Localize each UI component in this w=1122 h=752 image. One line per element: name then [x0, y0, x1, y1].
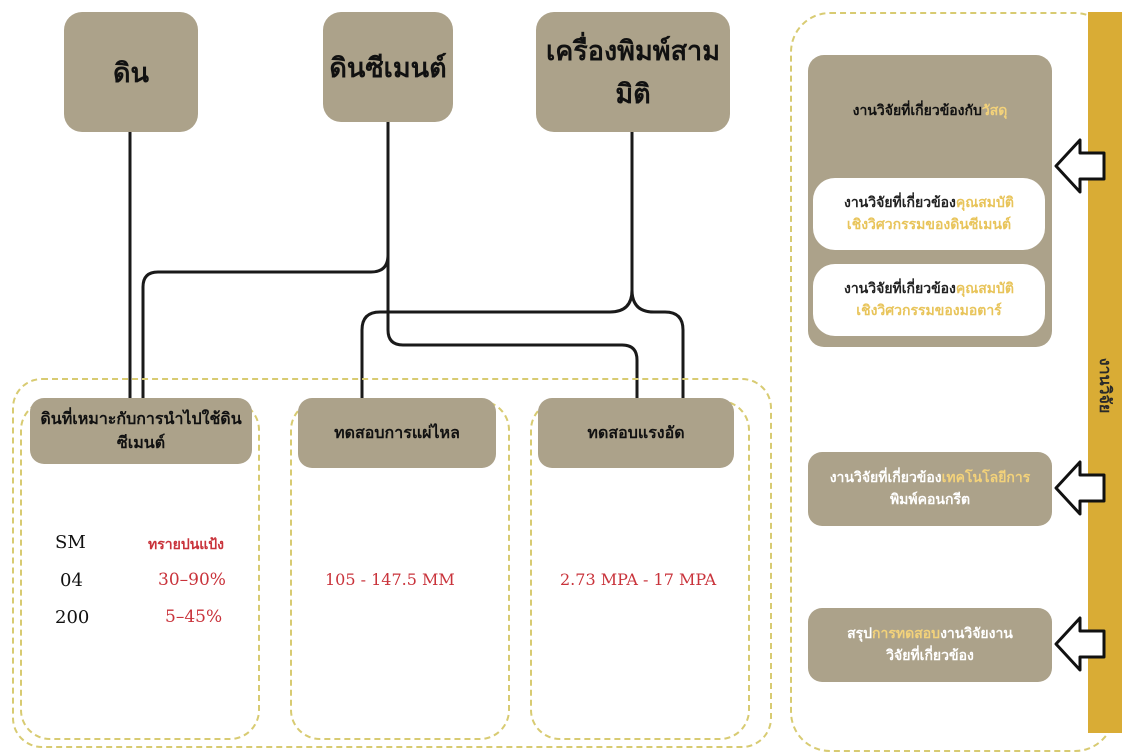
- soil-cement-box: ดินซีเมนต์: [323, 12, 453, 122]
- summary-d: วิจัยที่เกี่ยวข้อง: [886, 648, 974, 664]
- flow-test-title: ทดสอบการแผ่ไหล: [334, 422, 460, 442]
- research-side-label: งานวิจัย: [1082, 330, 1122, 440]
- tech-b: เทคโนโลยีการ: [941, 470, 1031, 486]
- compress-test-value: 2.73 MPA - 17 MPA: [560, 570, 717, 589]
- research-side-bar: [1088, 12, 1122, 733]
- soil-test-row-label: 200: [55, 607, 90, 628]
- item-b: คุณสมบัติ: [955, 195, 1014, 211]
- summary-box: สรุปการทดสอบงานวิจัยงาน วิจัยที่เกี่ยวข้…: [808, 608, 1052, 682]
- compress-test-header: ทดสอบแรงอัด: [538, 398, 734, 468]
- tech-c: พิมพ์คอนกรีต: [889, 492, 971, 508]
- item-c: เชิงวิศวกรรมของมอตาร์: [856, 303, 1002, 319]
- compress-test-title: ทดสอบแรงอัด: [587, 422, 685, 442]
- summary-a: สรุป: [847, 626, 873, 642]
- item-b: คุณสมบัติ: [955, 281, 1014, 297]
- connector-lines: [128, 122, 685, 398]
- soil-box: ดิน: [64, 12, 198, 132]
- tech-research-box: งานวิจัยที่เกี่ยวข้องเทคโนโลยีการ พิมพ์ค…: [808, 452, 1052, 526]
- soil-test-row-value: 30–90%: [158, 570, 226, 590]
- materials-item-mortar: งานวิจัยที่เกี่ยวข้องคุณสมบัติ เชิงวิศวก…: [813, 264, 1045, 336]
- connector-soil-cement-to-compress: [386, 255, 639, 398]
- connector-printer-to-flow: [360, 289, 634, 398]
- arrow-left-icon: [1054, 616, 1106, 672]
- materials-title-b: วัสดุ: [981, 103, 1008, 119]
- item-a: งานวิจัยที่เกี่ยวข้อง: [843, 195, 956, 211]
- soil-test-sm: SM: [55, 532, 86, 553]
- soil-label: ดิน: [113, 57, 149, 89]
- materials-title-a: งานวิจัยที่เกี่ยวข้องกับ: [852, 103, 982, 119]
- summary-c: งานวิจัยงาน: [940, 626, 1013, 642]
- soil-test-title-line2: ซีเมนต์: [116, 433, 166, 452]
- materials-research-title: งานวิจัยที่เกี่ยวข้องกับวัสดุ: [808, 100, 1052, 122]
- materials-item-soil-cement: งานวิจัยที่เกี่ยวข้องคุณสมบัติ เชิงวิศวก…: [813, 178, 1045, 250]
- item-c: เชิงวิศวกรรมของดินซีเมนต์: [846, 217, 1012, 233]
- soil-test-row-value: 5–45%: [165, 607, 223, 627]
- soil-test-title-line1: ดินที่เหมาะกับการนำไปใช้ดิน: [40, 409, 242, 428]
- research-side-label-text: งานวิจัย: [1096, 357, 1116, 413]
- connector-printer-to-compress: [630, 289, 685, 398]
- tech-a: งานวิจัยที่เกี่ยวข้อง: [829, 470, 942, 486]
- printer-label: เครื่องพิมพ์สามมิติ: [545, 36, 721, 110]
- summary-b: การทดสอบ: [872, 626, 941, 642]
- printer-box: เครื่องพิมพ์สามมิติ: [536, 12, 730, 132]
- soil-cement-label: ดินซีเมนต์: [329, 52, 447, 84]
- item-a: งานวิจัยที่เกี่ยวข้อง: [843, 281, 956, 297]
- soil-test-sand: ทรายปนแป้ง: [148, 537, 225, 553]
- arrow-left-icon: [1054, 460, 1106, 516]
- soil-test-header: ดินที่เหมาะกับการนำไปใช้ดิน ซีเมนต์: [30, 398, 252, 464]
- soil-test-row-label: 04: [60, 570, 83, 591]
- arrow-left-icon: [1054, 138, 1106, 194]
- flow-test-header: ทดสอบการแผ่ไหล: [298, 398, 496, 468]
- connector-soil-cement-to-soil-test: [141, 122, 390, 398]
- flow-test-value: 105 - 147.5 MM: [325, 570, 455, 589]
